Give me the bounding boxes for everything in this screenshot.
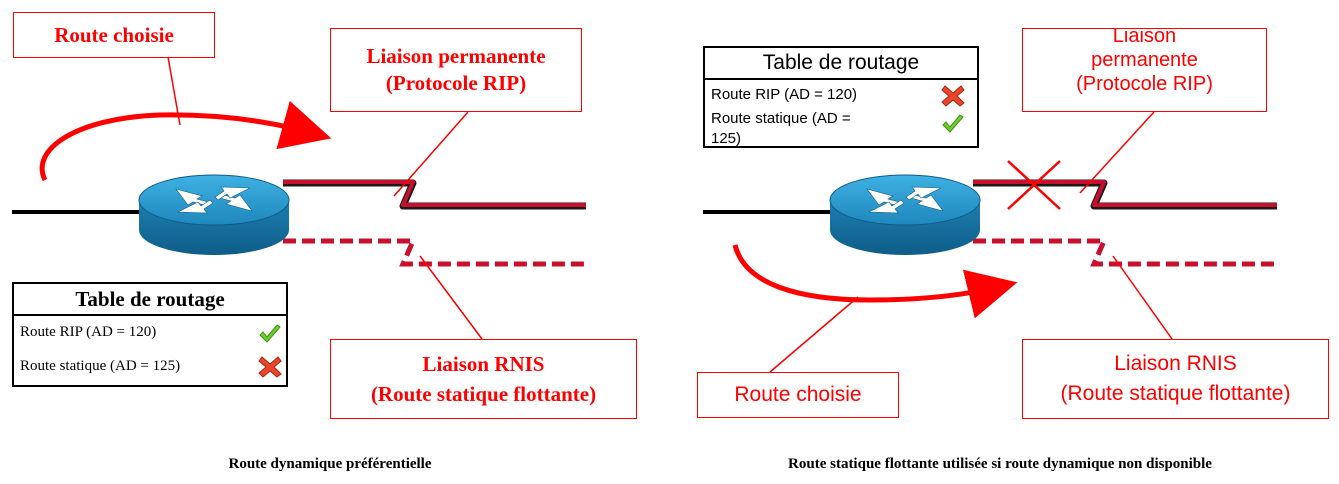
right-isdn-link-label-2: (Route statique flottante) [1060, 382, 1291, 405]
right-route-static-label-cont: 125) [711, 130, 742, 147]
right-isdn-link-label-1: Liaison RNIS [1114, 352, 1237, 375]
right-permanent-link-label-3: (Protocole RIP) [1076, 73, 1213, 95]
right-route-rip-label: Route RIP (AD = 120) [711, 86, 858, 103]
left-chosen-route-label: Route choisie [54, 22, 174, 47]
left-chosen-route-arrow [39, 100, 332, 182]
left-permanent-link-label-2: (Protocole RIP) [385, 71, 527, 95]
right-chosen-route-label: Route choisie [734, 383, 862, 406]
table-row: Route RIP (AD = 120) [705, 80, 977, 107]
table-row: Route RIP (AD = 120) [14, 316, 286, 352]
check-icon [259, 324, 281, 343]
left-router-icon [138, 174, 290, 255]
right-link-failure-cross-icon [1007, 160, 1061, 210]
left-isdn-link-label-2: (Route statique flottante) [370, 382, 597, 406]
left-routing-table: Table de routage Route RIP (AD = 120) Ro… [12, 282, 288, 387]
left-isdn-link-callout: Liaison RNIS (Route statique flottante) [330, 339, 637, 419]
right-isdn-link [973, 238, 1280, 267]
right-isdn-link-callout: Liaison RNIS (Route statique flottante) [1022, 339, 1329, 419]
right-permanent-link-callout: Liaison permanente (Protocole RIP) [1022, 28, 1267, 112]
right-permanent-link [973, 179, 1277, 210]
right-isdn-callout-tail [1112, 255, 1173, 340]
right-caption: Route statique flottante utilisée si rou… [788, 456, 1212, 472]
right-permanent-link-label-2: permanente [1091, 49, 1198, 71]
left-isdn-link-label-1: Liaison RNIS [422, 352, 545, 376]
right-chosen-route-arrow [732, 244, 1018, 319]
left-isdn-link [283, 238, 590, 267]
check-icon [942, 114, 964, 133]
left-route-static-label: Route statique (AD = 125) [20, 358, 181, 374]
right-route-static-label: Route statique (AD = [711, 110, 851, 127]
right-chosen-route-callout: Route choisie [697, 372, 899, 418]
right-chosen-callout-tail [769, 296, 859, 373]
right-permanent-link-label-1: Liaison [1112, 28, 1177, 47]
right-diagram [703, 111, 1280, 373]
right-routing-table-title: Table de routage [705, 48, 977, 80]
left-caption: Route dynamique préférentielle [228, 456, 432, 472]
left-permanent-link-label-1: Liaison permanente [366, 44, 546, 68]
right-permanent-callout-tail [1079, 111, 1155, 194]
left-routing-table-title: Table de routage [14, 284, 286, 316]
left-permanent-callout-tail [393, 111, 469, 197]
table-row: Route statique (AD = 125) [14, 352, 286, 388]
right-routing-table: Table de routage Route RIP (AD = 120) Ro… [703, 46, 979, 148]
left-permanent-link [283, 179, 586, 210]
cross-icon [258, 356, 282, 378]
left-diagram [12, 56, 590, 340]
right-router-icon [829, 174, 981, 255]
left-permanent-link-callout: Liaison permanente (Protocole RIP) [330, 28, 582, 112]
cross-icon [941, 85, 965, 107]
left-isdn-callout-tail [419, 255, 483, 340]
left-chosen-route-callout: Route choisie [13, 12, 215, 58]
left-route-rip-label: Route RIP (AD = 120) [20, 324, 157, 340]
table-row: Route statique (AD = 125) [705, 106, 977, 147]
